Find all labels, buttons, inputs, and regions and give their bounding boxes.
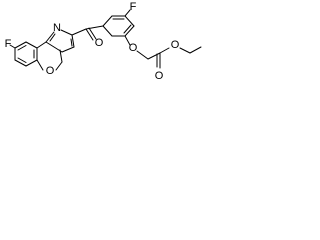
fluorine-left-label: F bbox=[5, 38, 12, 50]
ethyl-bond-1 bbox=[179, 47, 191, 54]
ketone-carbonyl-bond-inner bbox=[88, 27, 97, 40]
left-benzene-ring bbox=[14, 41, 38, 67]
ester-oxygen-bond bbox=[159, 47, 170, 54]
right-benzene-ring bbox=[102, 15, 135, 37]
fluorine-right-label: F bbox=[130, 1, 137, 13]
right-fluorine-bond bbox=[124, 9, 131, 17]
molecule-structure: F O N O F O O O bbox=[5, 1, 202, 82]
ketone-aryl-right-bond bbox=[85, 25, 104, 30]
aryl-ketone-bond bbox=[71, 28, 87, 36]
pyridine-nitrogen-label: N bbox=[53, 22, 61, 34]
ether-oxygen-label: O bbox=[129, 42, 138, 54]
pyran-ring bbox=[36, 41, 63, 71]
ester-oxygen-label: O bbox=[171, 39, 180, 51]
left-fluorine-bond bbox=[9, 44, 16, 49]
methylene-ester-bond bbox=[147, 52, 161, 60]
ring-oxygen-label: O bbox=[46, 65, 55, 77]
ethyl-bond-2 bbox=[189, 46, 202, 54]
ketone-oxygen-label: O bbox=[95, 37, 104, 49]
ester-carbonyl-oxygen-label: O bbox=[155, 70, 164, 82]
aryl-ether-bond bbox=[124, 35, 131, 46]
pyridine-ring bbox=[45, 29, 75, 53]
ketone-carbonyl-bond bbox=[85, 28, 94, 41]
ether-methylene-bond bbox=[136, 50, 149, 60]
